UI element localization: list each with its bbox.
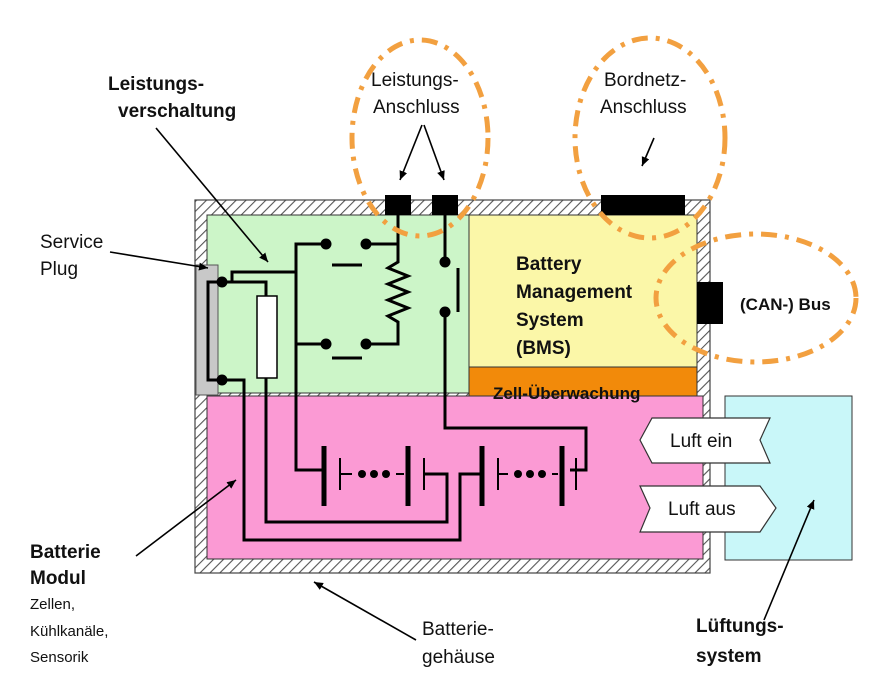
cell-stack-right xyxy=(458,446,577,506)
junction-dot xyxy=(320,338,332,350)
label-bordnetz-2: Anschluss xyxy=(600,97,687,118)
junction-dot xyxy=(216,374,228,386)
label-can-bus: (CAN-) Bus xyxy=(740,295,831,314)
cell-stack-left xyxy=(321,446,449,506)
label-leistungsanschluss-1: Leistungs- xyxy=(371,70,459,91)
label-bordnetz-1: Bordnetz- xyxy=(604,70,686,91)
arrow-leistungsverschaltung xyxy=(155,127,269,263)
label-batterie-gehaeuse-1: Batterie- xyxy=(422,619,494,640)
air-out-arrow xyxy=(639,485,777,533)
precharge-wire-right xyxy=(366,330,400,346)
junction-dot xyxy=(439,306,451,318)
neg-wire-down xyxy=(443,312,588,472)
fuse-wire-bottom xyxy=(264,378,449,524)
module-wire-left xyxy=(222,378,462,542)
label-leistungsverschaltung-2: verschaltung xyxy=(118,101,236,122)
label-bms-3: System xyxy=(516,310,584,331)
power-connector-right xyxy=(432,195,458,215)
onboard-connector xyxy=(601,195,685,215)
label-zellen: Zellen, xyxy=(30,596,75,613)
label-kuehlkanaele: Kühlkanäle, xyxy=(30,623,108,640)
label-bms-1: Battery xyxy=(516,254,582,275)
callout-onboard-connector xyxy=(572,35,728,241)
label-bms-4: (BMS) xyxy=(516,338,571,359)
junction-dot xyxy=(320,238,332,250)
callout-can-bus xyxy=(653,231,859,365)
label-luft-ein: Luft ein xyxy=(670,431,732,452)
service-plug-wire xyxy=(206,280,222,382)
label-leistungsverschaltung-1: Leistungs- xyxy=(108,74,204,95)
junction-dot xyxy=(216,276,228,288)
can-bus-connector xyxy=(697,282,723,324)
label-leistungsanschluss-2: Anschluss xyxy=(373,97,460,118)
callout-power-connector xyxy=(349,37,491,239)
label-batterie: Batterie xyxy=(30,542,101,563)
label-service: Service xyxy=(40,232,103,253)
label-zell-ueberwachung: Zell-Überwachung xyxy=(493,384,640,403)
power-distribution-area xyxy=(206,214,470,394)
arrow-battery-housing xyxy=(313,581,417,641)
arrow-service-plug xyxy=(109,251,209,271)
label-plug: Plug xyxy=(40,259,78,280)
air-in-arrow xyxy=(639,417,771,464)
battery-module-area xyxy=(206,395,704,560)
fuse xyxy=(256,295,278,379)
junction-dot xyxy=(360,338,372,350)
arrow-power-connector-left xyxy=(399,124,423,181)
arrow-onboard-connector xyxy=(641,137,655,167)
label-lueftungs-1: Lüftungs- xyxy=(696,616,784,637)
junction-dot xyxy=(439,256,451,268)
main-contactor-wire xyxy=(222,242,326,284)
junction-dot xyxy=(360,238,372,250)
label-lueftungs-2: system xyxy=(696,646,762,667)
fuse-wire-top xyxy=(222,280,268,296)
arrow-battery-module xyxy=(135,479,237,557)
label-sensorik: Sensorik xyxy=(30,649,89,666)
label-bms-2: Management xyxy=(516,282,633,303)
arrow-ventilation xyxy=(763,499,815,621)
label-luft-aus: Luft aus xyxy=(668,499,736,520)
resistor xyxy=(383,244,413,330)
cell-string-wire xyxy=(294,344,324,472)
label-modul: Modul xyxy=(30,568,86,589)
power-connector-left xyxy=(385,195,411,215)
label-batterie-gehaeuse-2: gehäuse xyxy=(422,647,495,668)
arrow-power-connector-right xyxy=(423,124,445,181)
